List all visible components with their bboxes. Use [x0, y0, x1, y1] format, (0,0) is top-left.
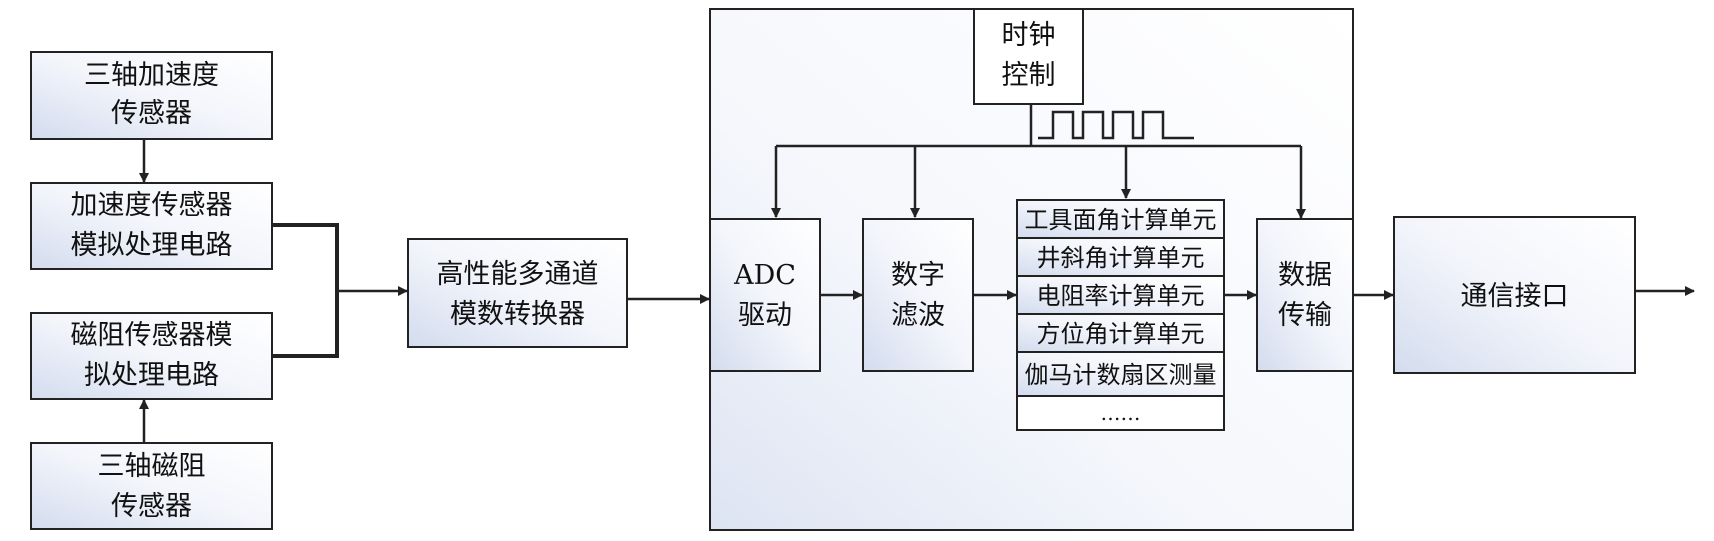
- clock-control-box: 时钟 控制: [973, 8, 1084, 105]
- mag-circuit-line-2: 拟处理电路: [84, 360, 219, 391]
- compute-unit-azimuth: 方位角计算单元: [1037, 320, 1205, 348]
- adc-driver-line-1: ADC: [733, 260, 796, 291]
- adc-driver-line-2: 驱动: [738, 300, 792, 331]
- digital-filter-line-1: 数字: [891, 260, 945, 291]
- digital-filter-line-2: 滤波: [891, 300, 945, 331]
- mag-sensor-line-1: 三轴磁阻: [98, 451, 206, 482]
- mag-sensor-box: 三轴磁阻 传感器: [30, 442, 273, 530]
- mag-circuit-line-1: 磁阻传感器模: [71, 320, 233, 351]
- clock-control-line-2: 控制: [1002, 60, 1056, 91]
- accel-circuit-box: 加速度传感器 模拟处理电路: [30, 182, 273, 270]
- comm-interface-box: 通信接口: [1393, 216, 1636, 374]
- comm-interface-label: 通信接口: [1461, 281, 1569, 312]
- accel-circuit-line-1: 加速度传感器: [71, 190, 233, 221]
- compute-unit-inclination: 井斜角计算单元: [1037, 244, 1205, 272]
- compute-unit-gamma: 伽马计数扇区测量: [1025, 361, 1217, 389]
- mag-sensor-line-2: 传感器: [111, 491, 192, 522]
- accel-sensor-box: 三轴加速度 传感器: [30, 51, 273, 140]
- data-transfer-line-2: 传输: [1278, 300, 1332, 331]
- compute-units-stack: 工具面角计算单元 井斜角计算单元 电阻率计算单元 方位角计算单元 伽马计数扇区测…: [1016, 199, 1225, 431]
- compute-unit-more: ……: [1101, 401, 1141, 425]
- mag-circuit-box: 磁阻传感器模 拟处理电路: [30, 312, 273, 400]
- merge-connector: [272, 223, 339, 358]
- adc-converter-line-1: 高性能多通道: [437, 259, 599, 290]
- adc-driver-box: ADC 驱动: [709, 218, 821, 372]
- accel-sensor-line-1: 三轴加速度: [84, 60, 219, 91]
- compute-unit-resistivity: 电阻率计算单元: [1037, 282, 1205, 310]
- clock-waveform-icon: [1038, 110, 1194, 140]
- data-transfer-box: 数据 传输: [1256, 218, 1354, 372]
- accel-circuit-line-2: 模拟处理电路: [71, 230, 233, 261]
- digital-filter-box: 数字 滤波: [862, 218, 974, 372]
- data-transfer-line-1: 数据: [1278, 260, 1332, 291]
- adc-converter-box: 高性能多通道 模数转换器: [407, 238, 628, 348]
- clock-control-line-1: 时钟: [1002, 20, 1056, 51]
- adc-converter-line-2: 模数转换器: [450, 299, 585, 330]
- compute-unit-toolface: 工具面角计算单元: [1025, 206, 1217, 234]
- accel-sensor-line-2: 传感器: [111, 98, 192, 129]
